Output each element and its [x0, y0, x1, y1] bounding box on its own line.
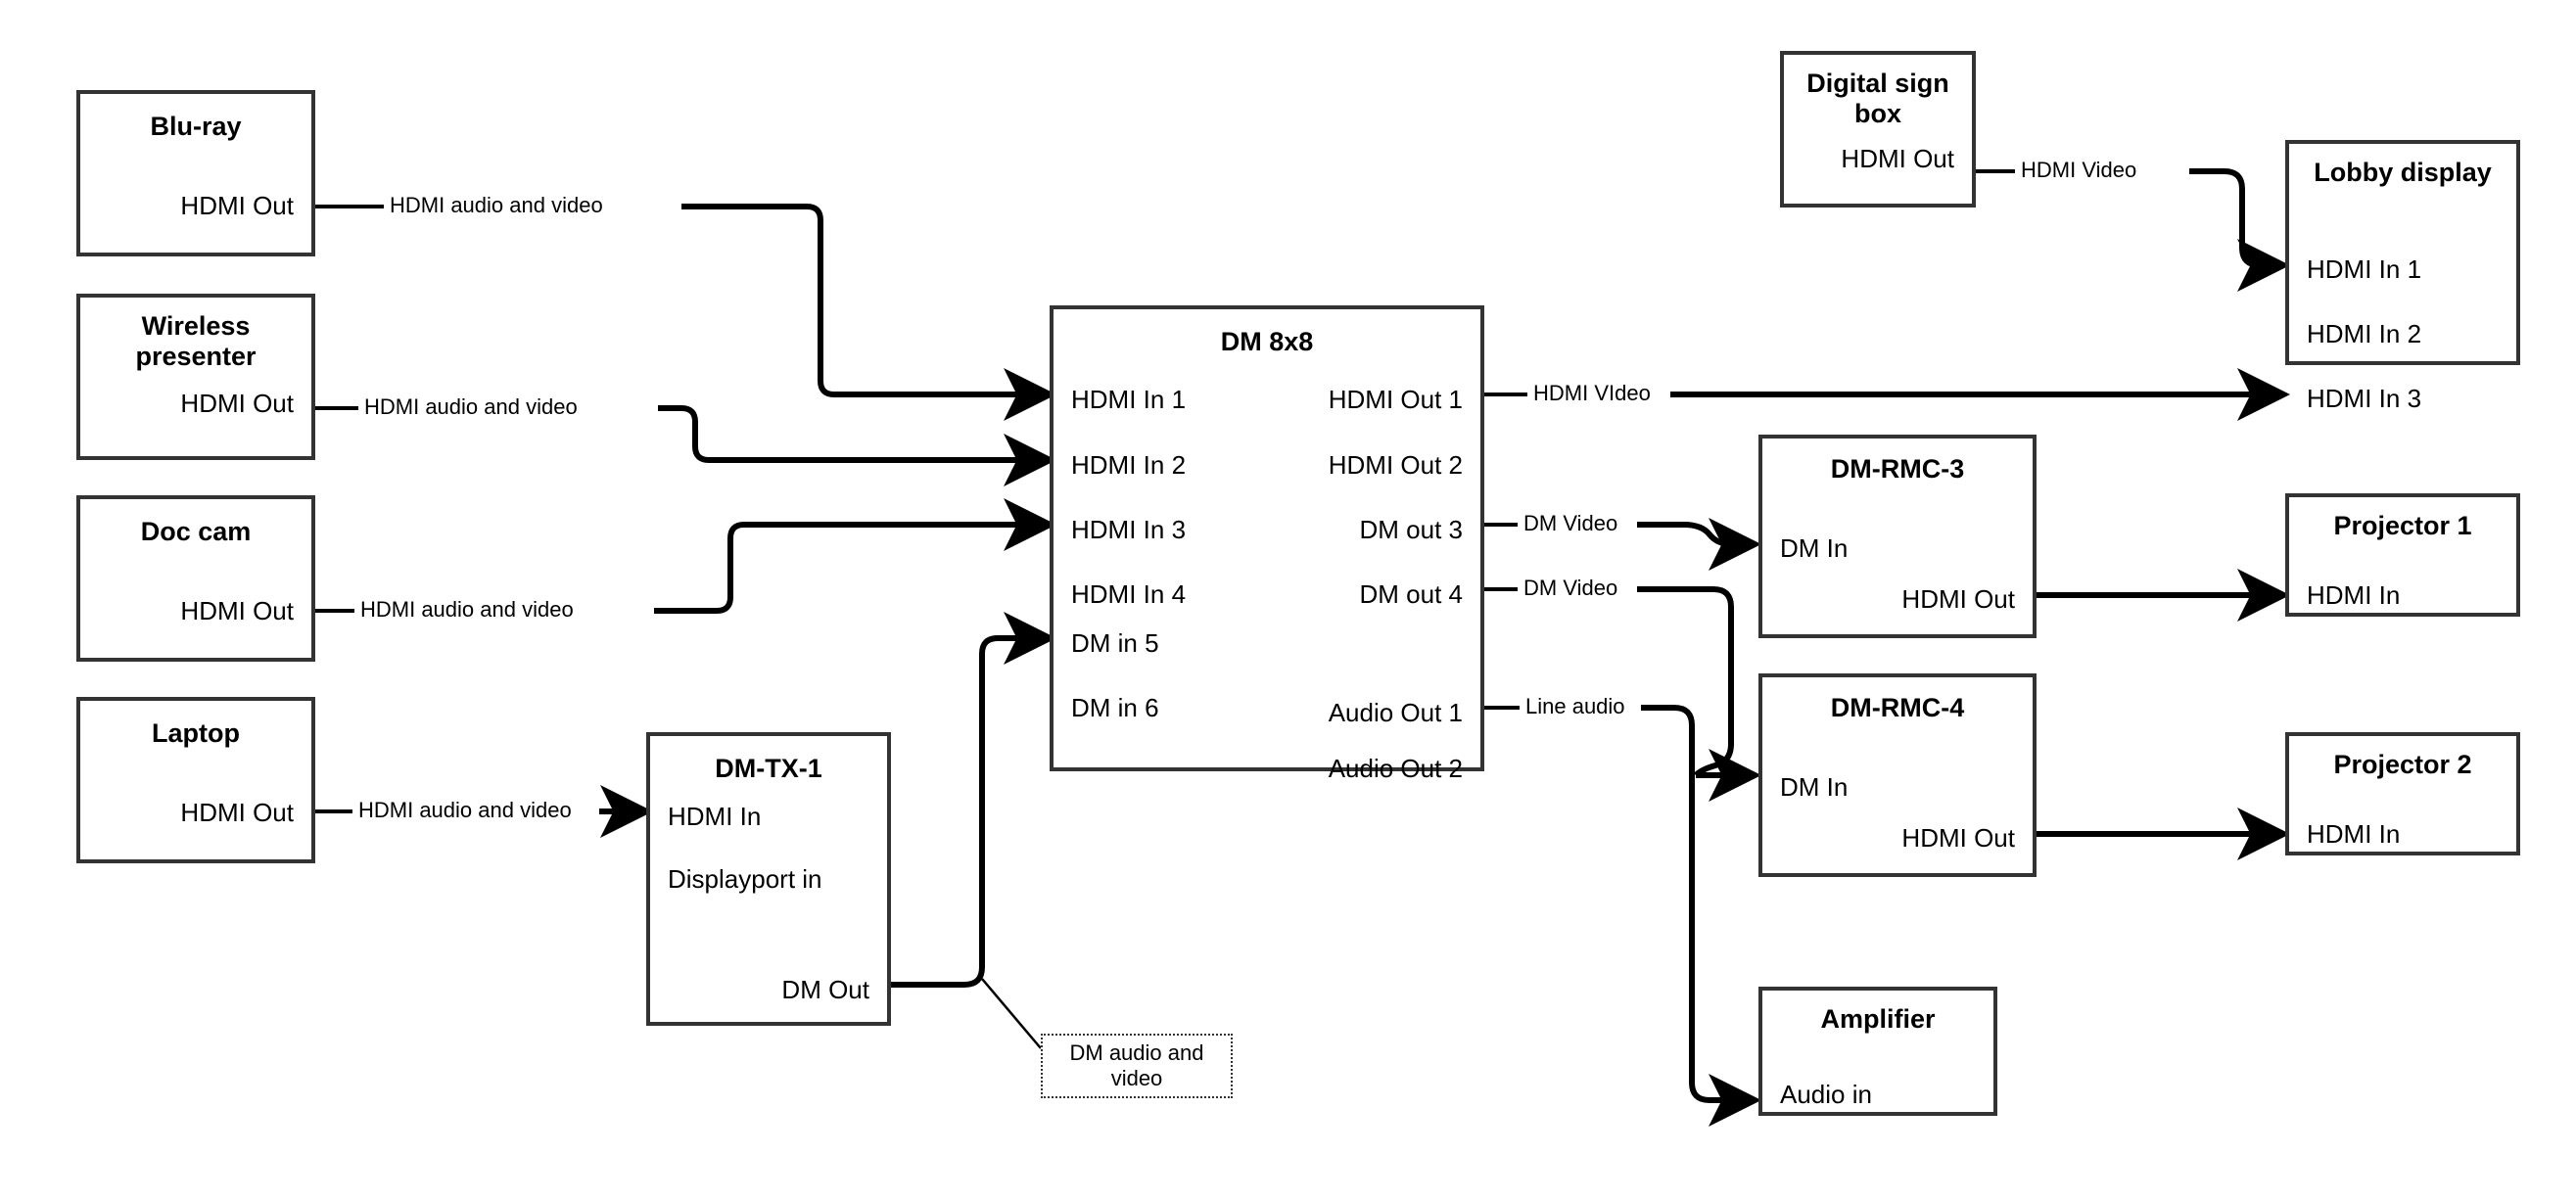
port-dm-out-3[interactable]: DM out 3 [1359, 515, 1464, 544]
note-text: DM audio and video [1069, 1039, 1204, 1090]
port-dm-in-6[interactable]: DM in 6 [1071, 693, 1159, 722]
wire-dm88-audio1-to-amp [1484, 705, 1761, 1127]
port-dm-out-4[interactable]: DM out 4 [1359, 579, 1464, 609]
node-title: Amplifier [1820, 1004, 1936, 1034]
node-doc-cam[interactable]: Doc cam HDMI Out [76, 495, 315, 662]
port-hdmi-in[interactable]: HDMI In [2307, 819, 2401, 849]
port-hdmi-out-2[interactable]: HDMI Out 2 [1328, 450, 1463, 480]
port-hdmi-in-3[interactable]: HDMI In 3 [2307, 384, 2422, 413]
port-hdmi-in-3[interactable]: HDMI In 3 [1071, 515, 1187, 544]
port-hdmi-in[interactable]: HDMI In [668, 802, 762, 831]
port-hdmi-out[interactable]: HDMI Out [1901, 584, 2015, 614]
node-title: Digital sign box [1806, 69, 1949, 129]
port-dm-in-5[interactable]: DM in 5 [1071, 628, 1159, 658]
wire-label-line-audio: Line audio [1520, 696, 1631, 717]
node-title: Projector 2 [2333, 750, 2472, 779]
port-dm-in[interactable]: DM In [1780, 772, 1849, 802]
port-hdmi-in-2[interactable]: HDMI In 2 [2307, 319, 2422, 348]
node-projector-1[interactable]: Projector 1 HDMI In [2285, 493, 2520, 617]
node-amplifier[interactable]: Amplifier Audio in [1758, 987, 1997, 1116]
node-title: Blu-ray [150, 112, 242, 141]
wire-dm88-out4-to-rmc4 [1484, 586, 1761, 802]
node-title: Projector 1 [2333, 511, 2472, 540]
note-dm-audio-and-video: DM audio and video [1041, 1034, 1233, 1098]
port-hdmi-out[interactable]: HDMI Out [180, 798, 294, 827]
wire-label-laptop: HDMI audio and video [352, 800, 578, 821]
port-hdmi-in-2[interactable]: HDMI In 2 [1071, 450, 1187, 480]
port-hdmi-out[interactable]: HDMI Out [180, 191, 294, 220]
node-title: DM-TX-1 [715, 754, 822, 783]
node-dm-8x8[interactable]: DM 8x8 HDMI In 1 HDMI In 2 HDMI In 3 HDM… [1050, 305, 1484, 782]
wire-wireless-to-dm88 [315, 405, 1056, 486]
node-dm-rmc-4[interactable]: DM-RMC-4 DM In HDMI Out [1758, 673, 2037, 877]
wire-dmtx-to-dm88 [891, 612, 1056, 1049]
port-hdmi-out[interactable]: HDMI Out [180, 389, 294, 418]
node-title: Laptop [152, 718, 240, 748]
node-title: DM 8x8 [1220, 327, 1314, 356]
port-dm-out[interactable]: DM Out [781, 975, 869, 1004]
wire-label-doccam: HDMI audio and video [354, 599, 580, 621]
node-title: Wireless presenter [135, 311, 257, 372]
wire-sign-to-lobby [1976, 168, 2290, 292]
port-hdmi-out[interactable]: HDMI Out [1841, 144, 1954, 173]
wire-label-hdmi-video-sign: HDMI Video [2015, 160, 2143, 181]
node-title: Lobby display [2314, 158, 2492, 187]
port-displayport-in[interactable]: Displayport in [668, 864, 822, 894]
node-title: Doc cam [140, 517, 252, 546]
port-hdmi-out-1[interactable]: HDMI Out 1 [1328, 385, 1463, 414]
port-dm-in[interactable]: DM In [1780, 533, 1849, 563]
port-hdmi-in-4[interactable]: HDMI In 4 [1071, 579, 1187, 609]
node-digital-sign-box[interactable]: Digital sign box HDMI Out [1780, 51, 1976, 208]
node-lobby-display[interactable]: Lobby display HDMI In 1 HDMI In 2 HDMI I… [2285, 140, 2520, 412]
port-hdmi-out[interactable]: HDMI Out [180, 596, 294, 625]
port-hdmi-in-1[interactable]: HDMI In 1 [1071, 385, 1187, 414]
port-audio-out-2[interactable]: Audio Out 2 [1328, 754, 1463, 783]
port-hdmi-in-1[interactable]: HDMI In 1 [2307, 254, 2422, 284]
wire-label-dm-video-4: DM Video [1518, 577, 1624, 599]
port-audio-out-1[interactable]: Audio Out 1 [1328, 698, 1463, 727]
wire-doccam-to-dm88 [315, 498, 1056, 614]
node-title: DM-RMC-4 [1830, 693, 1965, 722]
port-hdmi-in[interactable]: HDMI In [2307, 580, 2401, 610]
node-blu-ray[interactable]: Blu-ray HDMI Out [76, 90, 315, 256]
wire-label-wireless: HDMI audio and video [358, 396, 584, 418]
wire-label-hdmi-video-out1: HDMI VIdeo [1527, 383, 1657, 404]
port-hdmi-out[interactable]: HDMI Out [1901, 823, 2015, 853]
wire-dm88-out3-to-rmc3 [1484, 518, 1761, 571]
node-dm-rmc-3[interactable]: DM-RMC-3 DM In HDMI Out [1758, 435, 2037, 638]
port-audio-in[interactable]: Audio in [1780, 1080, 1872, 1109]
node-projector-2[interactable]: Projector 2 HDMI In [2285, 732, 2520, 855]
node-laptop[interactable]: Laptop HDMI Out [76, 697, 315, 863]
wire-label-blu-ray: HDMI audio and video [384, 195, 609, 216]
node-wireless-presenter[interactable]: Wireless presenter HDMI Out [76, 294, 315, 460]
wire-blu-ray-to-dm88 [315, 204, 1056, 421]
node-dm-tx-1[interactable]: DM-TX-1 HDMI In Displayport in DM Out [646, 732, 891, 1026]
node-title: DM-RMC-3 [1830, 454, 1965, 484]
wire-label-dm-video-3: DM Video [1518, 513, 1624, 534]
